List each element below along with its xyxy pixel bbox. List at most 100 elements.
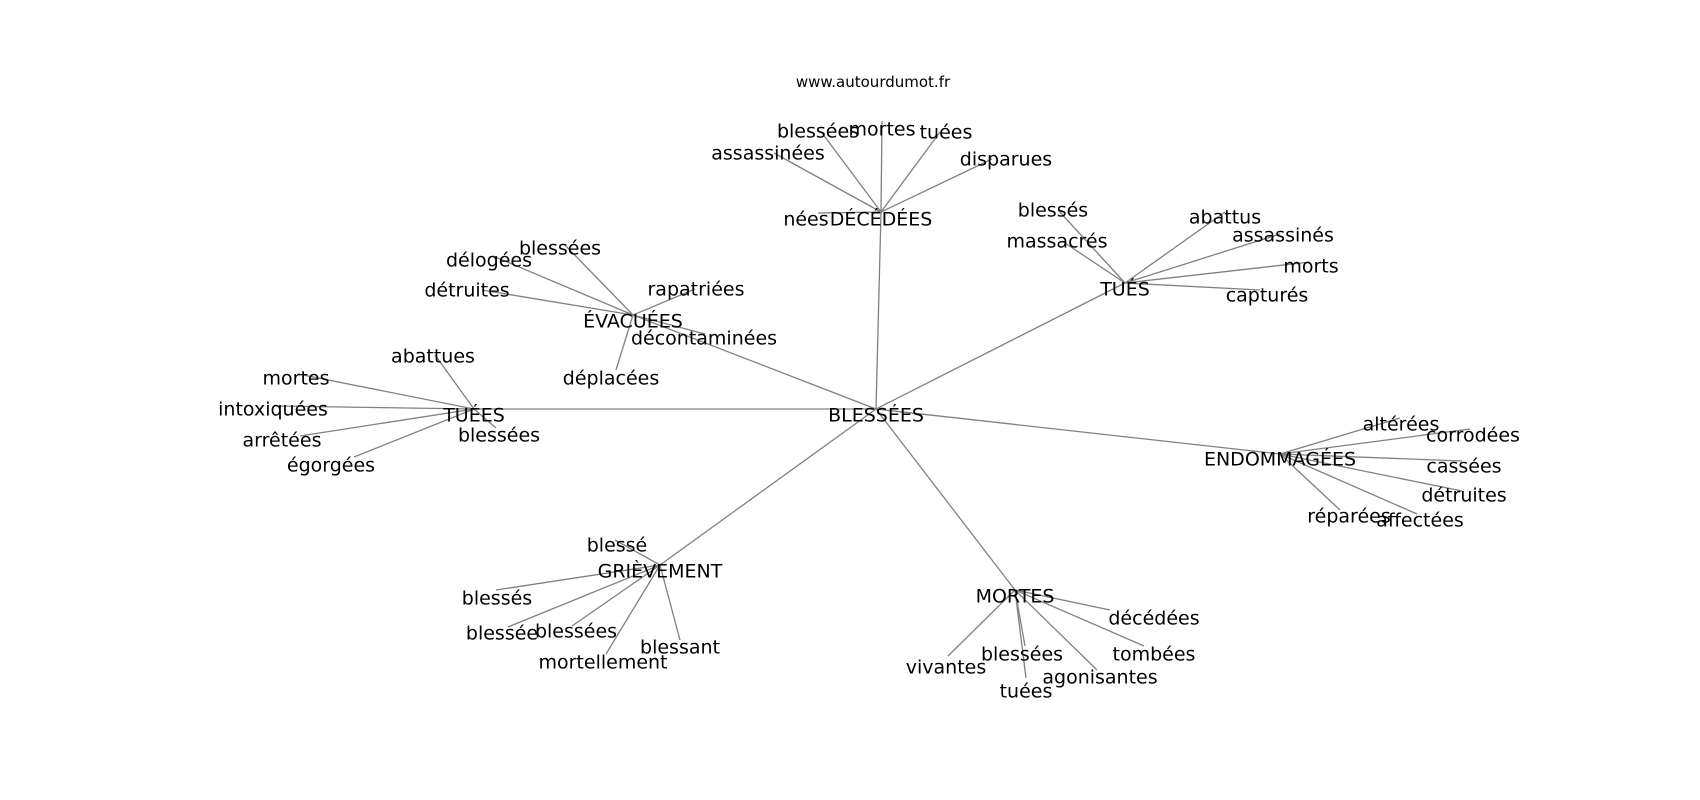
edge-hub-to-word bbox=[817, 211, 882, 214]
word-node: mortes bbox=[849, 119, 916, 141]
word-node: assassinées bbox=[711, 143, 824, 165]
edge-hub-to-word bbox=[880, 120, 883, 213]
word-node: vivantes bbox=[906, 657, 987, 679]
edge-center-to-hub bbox=[875, 408, 1281, 455]
word-node: délogées bbox=[446, 250, 532, 272]
word-node: blessés bbox=[1018, 200, 1088, 222]
edge-hub-to-word bbox=[1124, 211, 1226, 284]
edge-center-to-hub bbox=[875, 282, 1126, 410]
word-node: blessant bbox=[640, 637, 720, 659]
word-node: rapatriées bbox=[648, 279, 745, 301]
word-node: cassées bbox=[1426, 456, 1501, 478]
edge-hub-to-word bbox=[632, 314, 706, 335]
word-node: blessées bbox=[458, 425, 540, 447]
word-node: mortes bbox=[263, 368, 330, 390]
word-node: massacrés bbox=[1006, 231, 1107, 253]
edge-hub-to-word bbox=[1061, 240, 1126, 284]
word-node: blessé bbox=[587, 535, 648, 557]
edge-hub-to-word bbox=[353, 408, 475, 458]
edge-hub-to-word bbox=[1279, 453, 1418, 515]
edge-hub-to-word bbox=[773, 152, 882, 213]
cluster-hub-node: MORTES bbox=[976, 586, 1055, 608]
edge-hub-to-word bbox=[1124, 261, 1311, 284]
edge-hub-to-word bbox=[275, 405, 475, 410]
cluster-hub-node: TUÉS bbox=[1099, 278, 1150, 301]
edge-hub-to-word bbox=[1124, 282, 1261, 291]
edge-hub-to-word bbox=[507, 564, 661, 628]
word-node: affectées bbox=[1376, 510, 1464, 532]
word-node: abattues bbox=[391, 346, 475, 368]
edge-hub-to-word bbox=[614, 539, 661, 566]
edge-hub-to-word bbox=[473, 408, 497, 429]
center-node: BLESSÉES bbox=[828, 404, 924, 427]
edge-hub-to-word bbox=[1057, 209, 1126, 284]
edge-hub-to-word bbox=[1279, 453, 1463, 492]
edge-hub-to-word bbox=[1279, 428, 1471, 455]
edge-hub-to-word bbox=[481, 289, 634, 316]
edge-hub-to-word bbox=[1124, 233, 1281, 284]
word-node: blessés bbox=[462, 588, 532, 610]
word-node: égorgées bbox=[287, 455, 375, 477]
word-node: décontaminées bbox=[631, 328, 777, 350]
word-node: disparues bbox=[960, 149, 1052, 171]
edge-hub-to-word bbox=[299, 408, 475, 437]
word-node: décédées bbox=[1108, 608, 1199, 630]
word-node: corrodées bbox=[1426, 425, 1520, 447]
word-node: assassinés bbox=[1232, 225, 1334, 247]
edge-hub-to-word bbox=[1014, 589, 1145, 647]
word-node: tuées bbox=[920, 122, 973, 144]
word-node: agonisantes bbox=[1042, 667, 1157, 689]
edge-hub-to-word bbox=[605, 564, 661, 655]
edges-layer bbox=[275, 120, 1471, 679]
word-node: arrêtées bbox=[243, 430, 322, 452]
edge-hub-to-word bbox=[1279, 453, 1463, 462]
word-node: détruites bbox=[1421, 485, 1506, 507]
edge-center-to-hub bbox=[632, 314, 877, 410]
word-node: mortellement bbox=[538, 652, 667, 674]
edge-hub-to-word bbox=[659, 564, 681, 641]
word-node: intoxiquées bbox=[218, 399, 328, 421]
edge-hub-to-word bbox=[880, 131, 941, 213]
word-node: tombées bbox=[1113, 644, 1196, 666]
word-node: morts bbox=[1283, 256, 1338, 278]
word-node: blessées bbox=[535, 621, 617, 643]
source-label: www.autourdumot.fr bbox=[796, 73, 951, 91]
edge-hub-to-word bbox=[563, 243, 634, 316]
edge-hub-to-word bbox=[1014, 589, 1098, 671]
word-node: blessées bbox=[519, 238, 601, 260]
word-node: altérées bbox=[1363, 414, 1440, 436]
edge-center-to-hub bbox=[875, 211, 882, 410]
edge-hub-to-word bbox=[434, 354, 475, 410]
word-node: tuées bbox=[1000, 681, 1053, 703]
edge-hub-to-word bbox=[615, 314, 634, 371]
word-node: capturés bbox=[1226, 285, 1309, 307]
edge-hub-to-word bbox=[492, 255, 634, 316]
cluster-hub-node: DÉCÉDÉES bbox=[830, 208, 933, 231]
word-node: blessées bbox=[981, 644, 1063, 666]
cluster-hub-node: ENDOMMAGÉES bbox=[1204, 448, 1356, 471]
edge-hub-to-word bbox=[1279, 417, 1401, 455]
edge-hub-to-word bbox=[821, 132, 882, 213]
edge-hub-to-word bbox=[571, 564, 661, 627]
edge-hub-to-word bbox=[632, 288, 696, 316]
edge-hub-to-word bbox=[880, 158, 993, 213]
word-node: blessées bbox=[777, 121, 859, 143]
word-node: réparées bbox=[1307, 506, 1390, 528]
cluster-hub-node: ÉVACUÉES bbox=[583, 310, 683, 333]
edge-hub-to-word bbox=[297, 373, 475, 410]
edge-center-to-hub bbox=[875, 408, 1016, 591]
edge-center-to-hub bbox=[659, 408, 877, 566]
cluster-hub-node: GRIÈVEMENT bbox=[598, 560, 723, 583]
edge-hub-to-word bbox=[1014, 589, 1027, 679]
edge-hub-to-word bbox=[1279, 453, 1341, 511]
cluster-hub-node: TUÉES bbox=[442, 404, 505, 427]
word-node: nées bbox=[783, 209, 828, 231]
word-node: détruites bbox=[424, 280, 509, 302]
edge-hub-to-word bbox=[495, 564, 661, 591]
edge-hub-to-word bbox=[1014, 589, 1111, 611]
word-node: abattus bbox=[1189, 207, 1261, 229]
word-node: blessée bbox=[466, 623, 538, 645]
